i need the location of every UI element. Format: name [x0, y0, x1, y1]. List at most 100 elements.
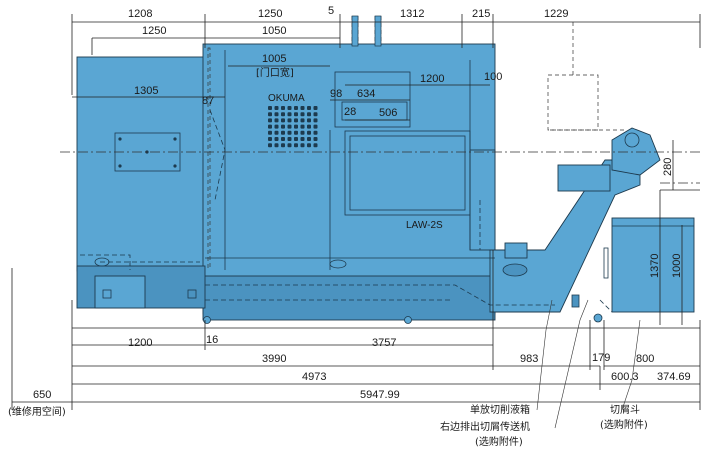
grille-dot — [281, 124, 285, 129]
grille-dot — [281, 112, 285, 117]
dim-top-3: 5 — [328, 5, 334, 17]
dim-b3-4973: 4973 — [302, 371, 326, 383]
grille-dot — [294, 130, 298, 135]
grille-dot — [313, 143, 318, 148]
speaker-grille — [268, 106, 318, 148]
dim-right-1000: 1000 — [671, 254, 683, 278]
grille-dot — [313, 130, 318, 135]
grille-dot — [313, 106, 318, 110]
chip-conveyor-sublabel: (选购附件) — [475, 435, 523, 448]
dimension-lines — [11, 14, 701, 429]
grille-dot — [274, 124, 279, 129]
grille-dot — [307, 106, 311, 110]
grille-dot — [274, 143, 279, 148]
machine-body — [76, 43, 695, 324]
dim-inner-1200: 1200 — [420, 73, 444, 85]
dim-small-98: 98 — [330, 88, 342, 100]
dim-second-2: 1050 — [262, 25, 286, 37]
grille-dot — [268, 118, 272, 123]
dim-right-1370: 1370 — [649, 254, 661, 278]
dim-second-1: 1250 — [142, 25, 166, 37]
dim-top-4: 1312 — [400, 8, 424, 20]
grille-dot — [313, 118, 318, 123]
door-width-sublabel: [门口宽] — [256, 66, 294, 79]
dim-small-87: 87 — [202, 95, 214, 107]
grille-dot — [268, 106, 272, 110]
coolant-tank-label: 单放切削液箱 — [470, 403, 530, 416]
grille-dot — [287, 143, 292, 148]
dim-b2-983: 983 — [520, 353, 538, 365]
grille-dot — [313, 137, 318, 141]
dim-inner-634: 634 — [357, 88, 375, 100]
grille-dot — [300, 118, 305, 123]
grille-dot — [307, 118, 311, 123]
grille-dot — [274, 118, 279, 123]
grille-dot — [294, 137, 298, 141]
door-width-label: 1005 — [262, 53, 286, 65]
dim-b1-3757: 3757 — [372, 337, 396, 349]
dim-b2-800: 800 — [636, 353, 654, 365]
dim-b4-5947-99: 5947.99 — [360, 389, 400, 401]
model-label: LAW-2S — [406, 220, 443, 231]
grille-dot — [268, 112, 272, 117]
dim-b1-1200: 1200 — [128, 337, 152, 349]
grille-dot — [287, 118, 292, 123]
dim-small-28: 28 — [344, 106, 356, 118]
grille-dot — [294, 124, 298, 129]
dim-b3-374-69: 374.69 — [657, 371, 691, 383]
grille-dot — [287, 124, 292, 129]
dim-b1-16: 16 — [206, 334, 218, 346]
grille-dot — [287, 106, 292, 110]
grille-dot — [274, 112, 279, 117]
dim-inner-506: 506 — [379, 107, 397, 119]
grille-dot — [287, 137, 292, 141]
grille-dot — [281, 106, 285, 110]
grille-dot — [274, 137, 279, 141]
grille-dot — [307, 143, 311, 148]
grille-dot — [274, 106, 279, 110]
grille-dot — [281, 130, 285, 135]
grille-dot — [268, 137, 272, 141]
grille-dot — [307, 137, 311, 141]
dimension-labels: 1208 1250 5 1312 215 1229 1250 1050 1305… — [33, 5, 691, 401]
grille-dot — [300, 106, 305, 110]
grille-dot — [294, 112, 298, 117]
dim-inner-1305: 1305 — [134, 85, 158, 97]
chip-bucket-sublabel: (选购附件) — [600, 418, 648, 431]
dim-inner-100: 100 — [484, 71, 502, 83]
grille-dot — [313, 124, 318, 129]
grille-dot — [287, 112, 292, 117]
chip-conveyor-label: 右边排出切屑传送机 — [440, 420, 530, 433]
dim-top-2: 1250 — [258, 8, 282, 20]
grille-dot — [268, 143, 272, 148]
grille-dot — [300, 130, 305, 135]
grille-dot — [281, 118, 285, 123]
grille-dot — [268, 124, 272, 129]
dim-b3-600-3: 600.3 — [611, 371, 639, 383]
callout-labels: (维修用空间) 单放切削液箱 右边排出切屑传送机 (选购附件) 切屑斗 (选购附… — [8, 403, 648, 448]
grille-dot — [281, 137, 285, 141]
brand-label: OKUMA — [268, 93, 305, 104]
dim-top-6: 1229 — [544, 8, 568, 20]
dim-top-1: 1208 — [128, 8, 152, 20]
dim-b2-179: 179 — [592, 352, 610, 364]
grille-dot — [307, 130, 311, 135]
grille-dot — [300, 112, 305, 117]
grille-dot — [268, 130, 272, 135]
grille-dot — [281, 143, 285, 148]
dim-top-5: 215 — [472, 8, 490, 20]
grille-dot — [294, 106, 298, 110]
grille-dot — [294, 118, 298, 123]
grille-dot — [313, 112, 318, 117]
grille-dot — [274, 130, 279, 135]
chip-bucket-label: 切屑斗 — [610, 404, 640, 416]
grille-dot — [307, 112, 311, 117]
grille-dot — [300, 137, 305, 141]
grille-dot — [294, 143, 298, 148]
maintenance-space-label: (维修用空间) — [8, 405, 66, 418]
grille-dot — [300, 124, 305, 129]
dim-b2-3990: 3990 — [262, 353, 286, 365]
grille-dot — [307, 124, 311, 129]
dim-b4-650: 650 — [33, 389, 51, 401]
